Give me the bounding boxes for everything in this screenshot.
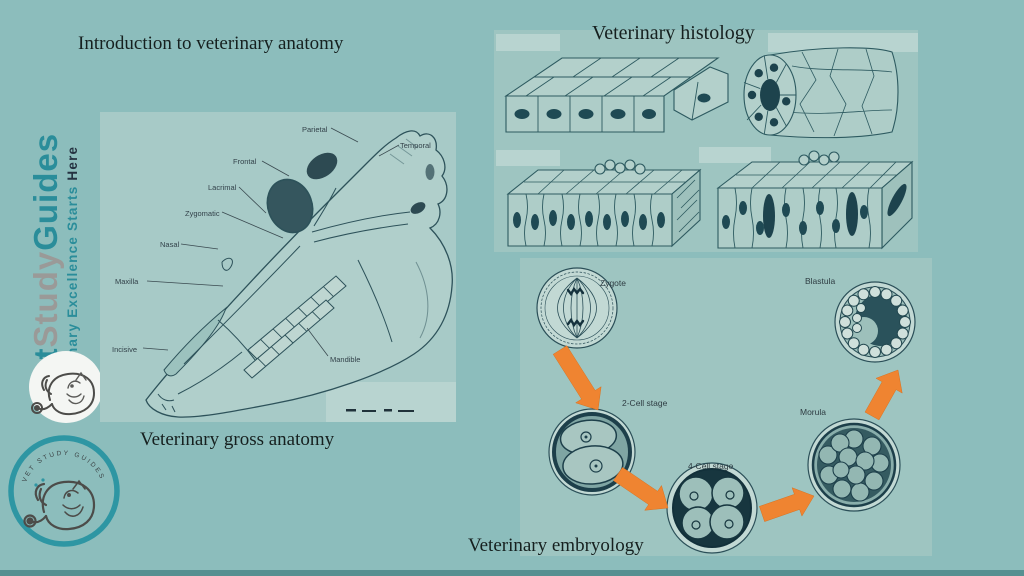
goblet-cells [763,192,858,238]
skull-label-nasal: Nasal [160,240,180,249]
stage-label-blastula: Blastula [805,276,836,286]
stage-arrows [552,345,903,522]
skull-leader-lines [142,127,400,357]
mitotic-chromosomes [566,286,585,328]
badge-arc-text: VET STUDY GUIDES [21,450,106,483]
skull-label-parietal: Parietal [302,125,328,134]
badge-ring [8,435,120,547]
tissue-pseudostratified [716,150,914,250]
wordmark-study: Study [27,250,64,348]
horse-skull-figure: Parietal Frontal Temporal Lacrimal Zygom… [100,112,456,422]
tagline-here: Here [65,145,80,181]
embryo-morula [807,418,901,512]
heading-intro: Introduction to veterinary anatomy [78,33,344,54]
stage-label-4cell: 4-Cell stage [688,461,734,471]
arrow-2cell-to-4cell-icon [613,467,669,511]
skull-label-zygomatic: Zygomatic [185,209,220,218]
stage-label-2cell: 2-Cell stage [622,398,668,408]
vet-study-guides-badge: VET STUDY GUIDES [8,435,120,547]
skull-label-maxilla: Maxilla [115,277,139,286]
skull-label-mandible: Mandible [330,355,360,364]
stage-label-zygote: Zygote [600,278,626,288]
bottom-bar [0,570,1024,576]
histology-figure [496,33,918,250]
stage-label-morula: Morula [800,407,826,417]
label-patches [496,33,918,166]
caption-gross-anatomy: Veterinary gross anatomy [140,429,335,450]
tissue-squamous [504,57,729,133]
skull-label-temporal: Temporal [400,141,431,150]
label-patch [326,382,456,422]
heading-histology: Veterinary histology [592,22,755,44]
arrow-zygote-to-2cell-icon [552,345,602,411]
caption-embryology: Veterinary embryology [468,535,644,556]
tissue-columnar [506,159,702,248]
skull-label-frontal: Frontal [233,157,257,166]
stethoscope-tube [47,372,96,416]
dog-sketch [66,371,87,405]
tissue-tube [743,47,899,139]
embryo-blastula [834,281,916,363]
erased-text-smudge [346,409,414,412]
arrow-morula-to-blastula-icon [864,369,903,421]
arrow-4cell-to-morula-icon [759,487,815,522]
embryology-figure: Zygote 2-Cell stage 4-Cell stage Morula … [536,267,916,554]
badge-dog-icon [23,478,96,531]
skull-label-lacrimal: Lacrimal [208,183,237,192]
embryo-4cell [666,462,758,554]
dog-stethoscope-icon [29,351,103,423]
horse-skull-drawing [145,130,453,418]
embryo-2cell [548,408,636,496]
wordmark-guides: Guides [27,132,64,251]
skull-label-incisive: Incisive [112,345,137,354]
embryo-zygote [536,267,618,349]
